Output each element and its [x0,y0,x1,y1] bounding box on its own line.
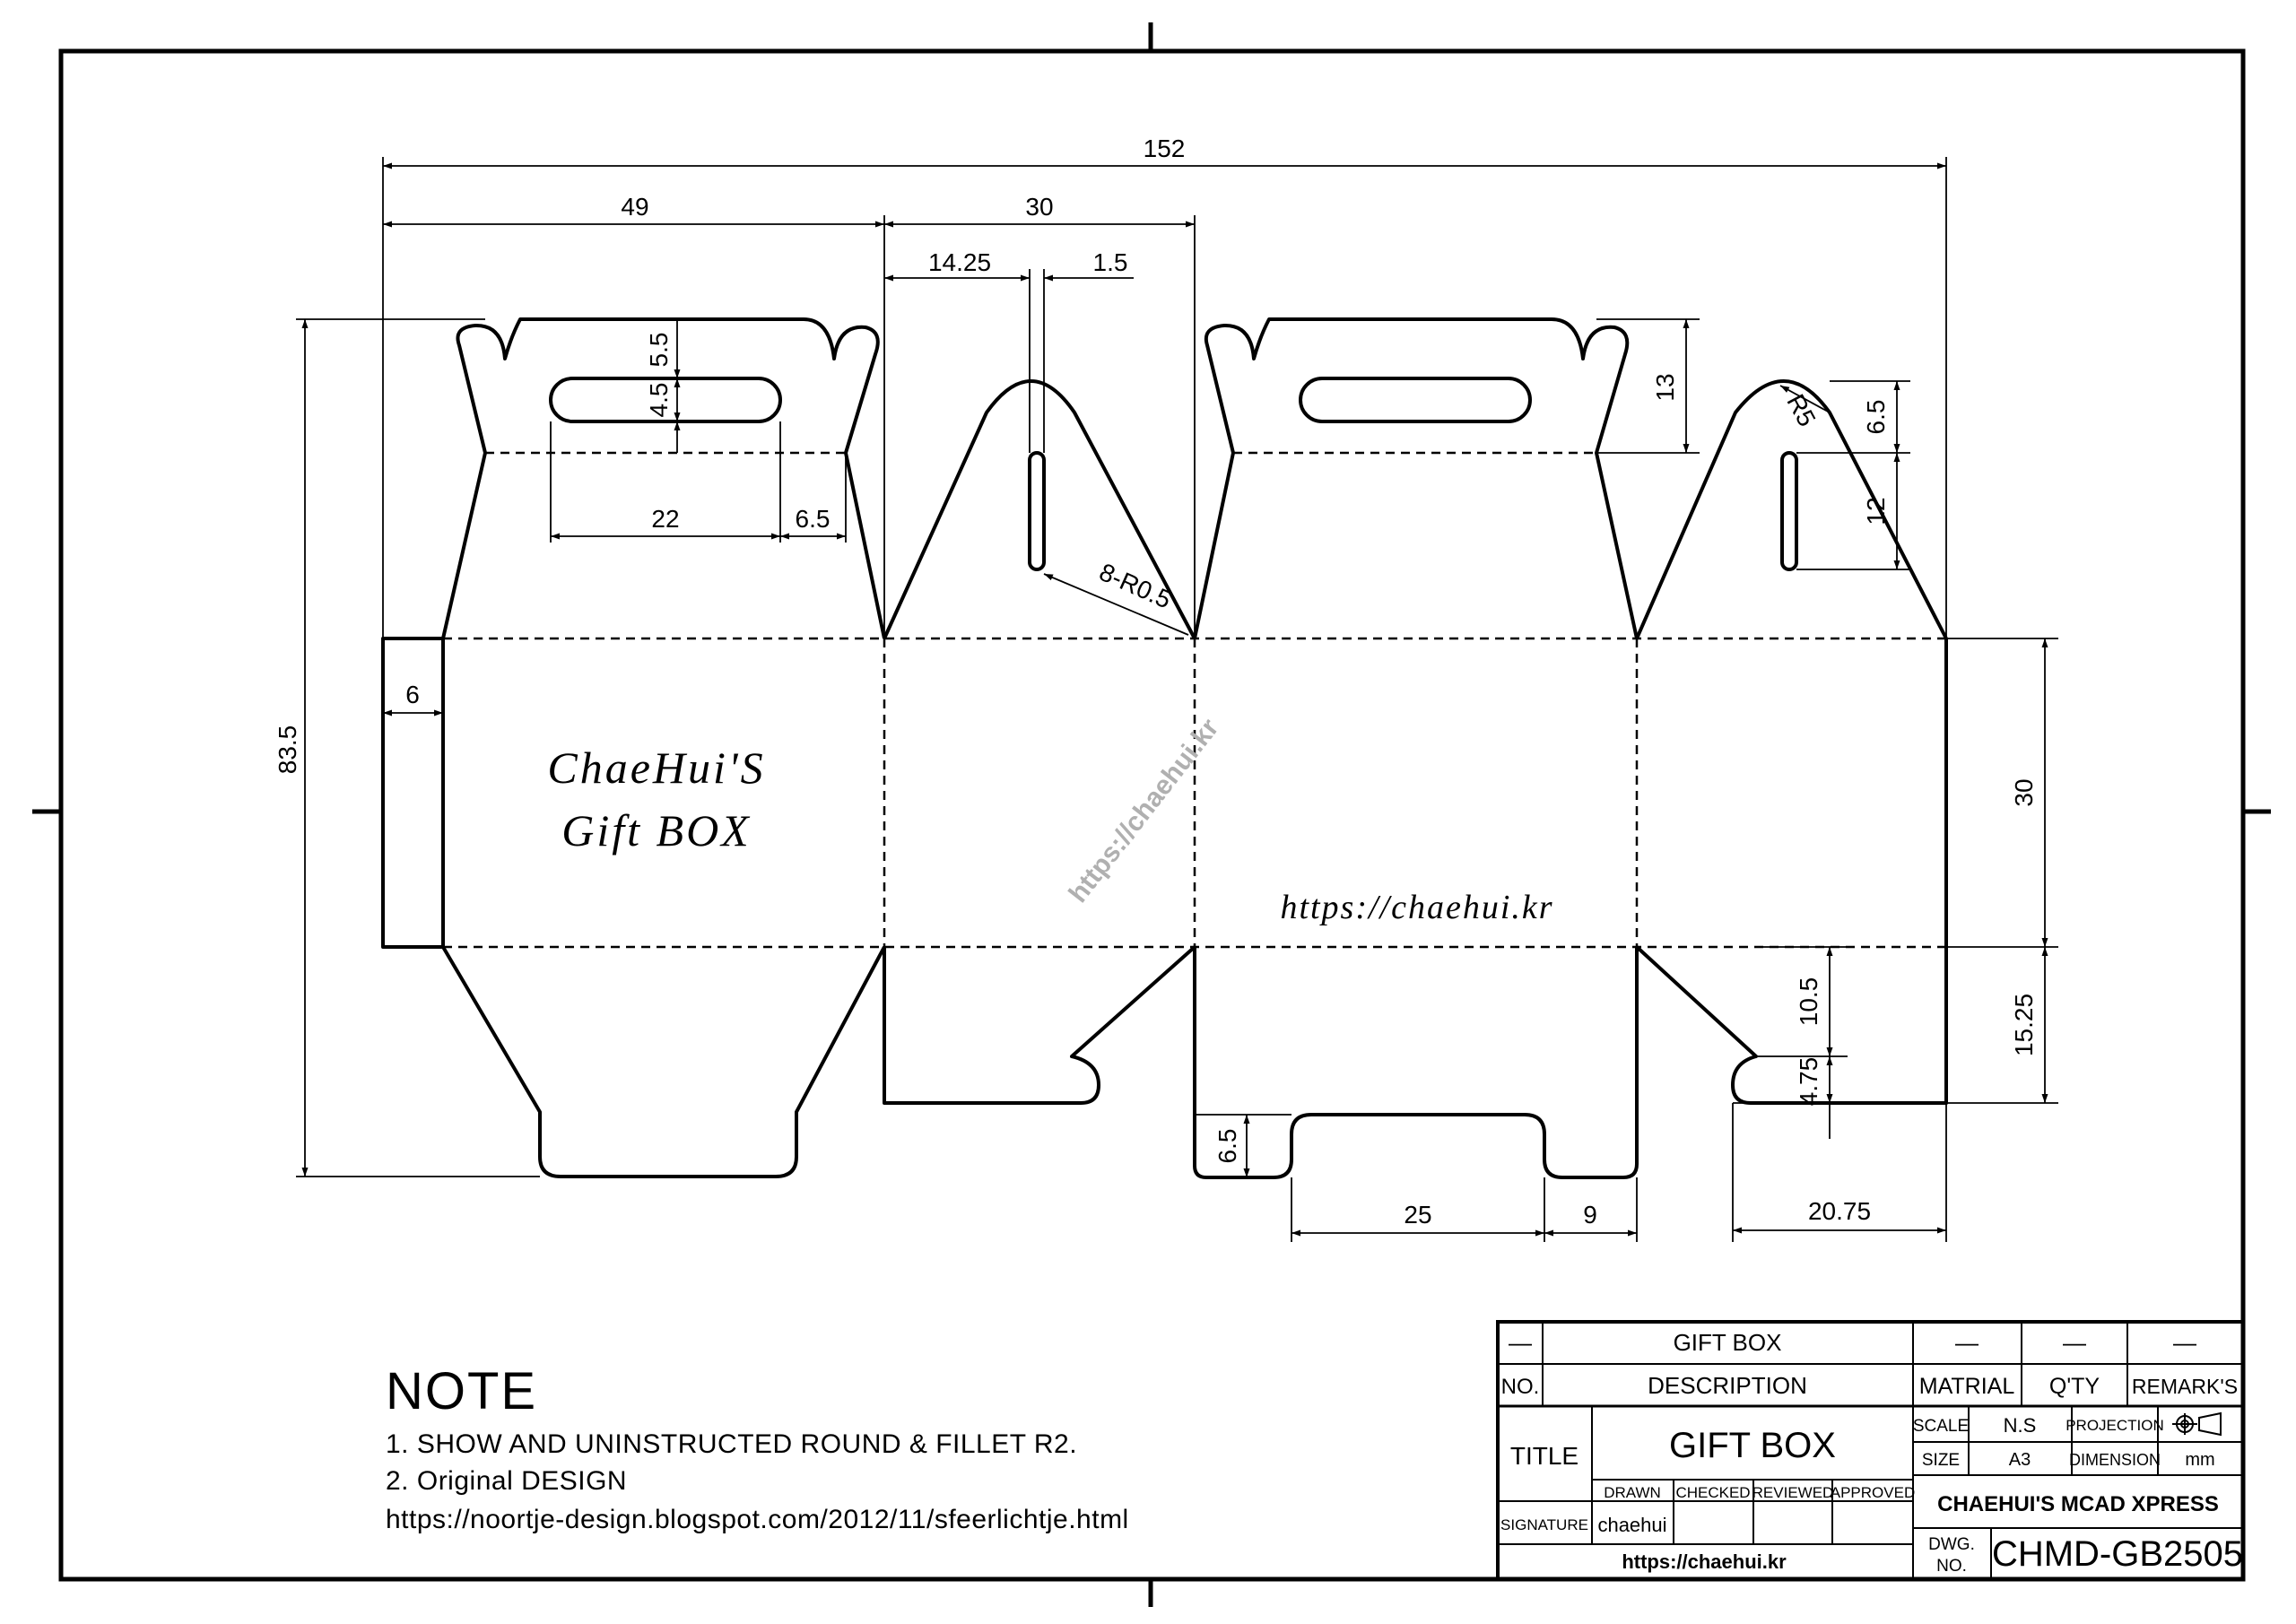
drawn-label: DRAWN [1604,1484,1661,1501]
dwg-label-1: DWG. [1928,1535,1975,1554]
dim-bottom-side-width: 20.75 [1808,1197,1871,1225]
box-dieline [381,317,1948,1179]
row1-remarks: — [2173,1329,2196,1356]
dim-overall-width: 152 [1144,135,1186,162]
dwg-number: CHMD-GB2505 [1992,1534,2243,1574]
back-handle-flap [1193,317,1639,639]
dim-bottom-tab-b: 4.75 [1795,1057,1822,1107]
dim-bottom-tab-width: 25 [1404,1201,1431,1229]
side-slot-left [1028,451,1046,571]
reviewed-label: REVIEWED [1752,1484,1834,1501]
back-bottom-flap [1193,947,1639,1179]
note-line-3: https://noortje-design.blogspot.com/2012… [386,1505,1129,1534]
dim-side-slot-length: 12 [1862,497,1890,525]
checked-label: CHECKED [1675,1484,1750,1501]
dim-bottom-flap-height: 15.25 [2010,994,2038,1056]
dim-side-slot-offset: 6.5 [1862,400,1890,435]
dim-corner-radius: 8-R0.5 [1095,558,1175,614]
front-handle-flap [441,317,886,639]
header-no: NO. [1501,1375,1540,1399]
box-labels: ChaeHui'S Gift BOX https://chaehui.kr ht… [547,713,1553,926]
size-label: SIZE [1922,1451,1960,1470]
dim-side-panel-width: 30 [1025,193,1053,221]
front-bottom-flap [441,945,886,1178]
title-value: GIFT BOX [1669,1426,1836,1465]
dim-left-offset: 14.25 [928,248,991,276]
box-url-label: https://chaehui.kr [1280,889,1553,926]
watermark: https://chaehui.kr [1064,713,1225,908]
side-bottom-flap-left [883,945,1196,1105]
header-description: DESCRIPTION [1648,1372,1807,1399]
signature-label: SIGNATURE [1500,1516,1588,1533]
header-remarks: REMARK'S [2132,1375,2238,1398]
header-qty: Q'TY [2049,1374,2100,1399]
dimension-value: mm [2185,1450,2214,1470]
fold-lines [441,451,1946,949]
dim-bottom-tab-gap: 9 [1583,1201,1597,1229]
side-slot-right [1780,451,1798,571]
row1-qty: — [2063,1329,2086,1356]
dimension-label: DIMENSION [2069,1451,2161,1469]
dim-slot-height-a: 5.5 [645,333,673,368]
row1-material: — [1955,1329,1979,1356]
dim-bottom-tab-a: 10.5 [1795,977,1822,1027]
approved-label: APPROVED [1831,1484,1915,1501]
dim-overall-height: 83.5 [274,725,301,775]
website: https://chaehui.kr [1622,1550,1787,1573]
box-label-line1: ChaeHui'S [547,743,765,793]
signature-value: chaehui [1597,1514,1666,1536]
size-value: A3 [2009,1450,2031,1470]
dim-handle-panel-width: 49 [621,193,648,221]
note-line-2: 2. Original DESIGN [386,1466,628,1496]
company-name: CHAEHUI'S MCAD XPRESS [1937,1492,2219,1516]
side-bottom-flap-right [1635,638,1948,1105]
box-label-line2: Gift BOX [561,805,751,855]
back-handle-hole [1299,377,1532,423]
dim-slot-height-b: 4.5 [645,383,673,418]
header-material: MATRIAL [1919,1374,2015,1399]
dim-handle-hole-length: 22 [651,505,679,533]
side-top-flap-right [1635,379,1948,639]
front-handle-hole [549,377,782,423]
scale-label: SCALE [1913,1417,1969,1436]
dim-top-flap-height: 13 [1651,373,1679,401]
dim-body-height: 30 [2010,778,2038,806]
dimension-texts: 152 49 30 14.25 1.5 83.5 5.5 4.5 22 6.5 … [274,135,2038,1229]
dimension-lines [296,157,2058,1242]
projection-symbol-icon [2172,1411,2222,1437]
dim-bottom-notch: 6.5 [1213,1129,1241,1164]
title-block-texts: — GIFT BOX — — — NO. DESCRIPTION MATRIAL… [1500,1329,2243,1576]
projection-label: PROJECTION [2066,1417,2164,1434]
dwg-label-2: NO. [1936,1557,1967,1576]
row1-description: GIFT BOX [1674,1329,1782,1356]
title-label: TITLE [1510,1442,1578,1470]
dim-handle-hole-margin: 6.5 [796,505,831,533]
note-title: NOTE [386,1362,538,1420]
title-block [1496,1320,2245,1581]
dim-glue-flap: 6 [405,681,420,708]
dim-slot-width: 1.5 [1093,248,1128,276]
scale-value: N.S [2004,1414,2037,1437]
cutouts [549,377,1798,571]
note-line-1: 1. SHOW AND UNINSTRUCTED ROUND & FILLET … [386,1429,1078,1459]
row1-no: — [1509,1329,1532,1356]
side-top-flap-left [883,379,1196,639]
drawing-frame [32,22,2271,1607]
